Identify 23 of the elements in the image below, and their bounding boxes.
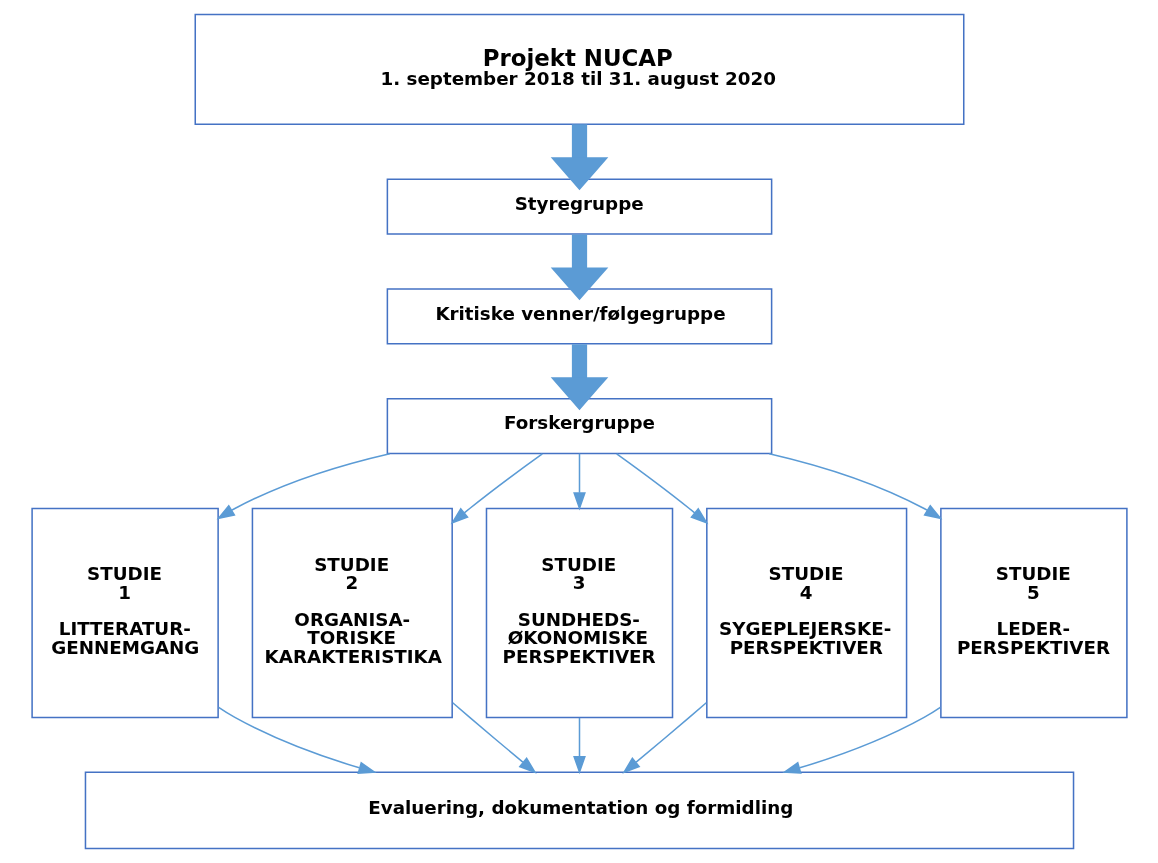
arrow xyxy=(615,453,708,525)
arrow xyxy=(550,124,608,191)
arrow xyxy=(621,702,707,774)
arrow xyxy=(216,452,390,520)
arrow xyxy=(450,453,543,525)
node-box: STUDIE 1 LITTERATUR- GENNEMGANG xyxy=(30,507,219,719)
node-box: Forskergruppe xyxy=(386,397,772,455)
node-box: STUDIE 5 LEDER- PERSPEKTIVER xyxy=(939,507,1128,719)
node-box: Kritiske venner/følgegruppe xyxy=(386,288,772,345)
arrow xyxy=(217,706,377,774)
arrow xyxy=(768,452,942,520)
arrow xyxy=(550,344,608,411)
node-box: Styregruppe xyxy=(386,178,772,235)
arrow xyxy=(781,706,941,774)
node-box: STUDIE 4 SYGEPLEJERSKE- PERSPEKTIVER xyxy=(705,507,907,719)
arrow xyxy=(572,717,586,775)
node-box: Projekt NUCAP 1. september 2018 til 31. august 2020 xyxy=(194,13,964,125)
node-box: STUDIE 2 ORGANISA- TORISKE KARAKTERISTIKA xyxy=(251,507,453,719)
arrow xyxy=(451,702,537,774)
node-box: Evaluering, dokumentation og formidling xyxy=(84,771,1074,850)
arrow xyxy=(572,452,586,511)
arrow xyxy=(550,234,608,301)
node-box: STUDIE 3 SUNDHEDS- ØKONOMISKE PERSPEKTIVER xyxy=(485,507,673,719)
